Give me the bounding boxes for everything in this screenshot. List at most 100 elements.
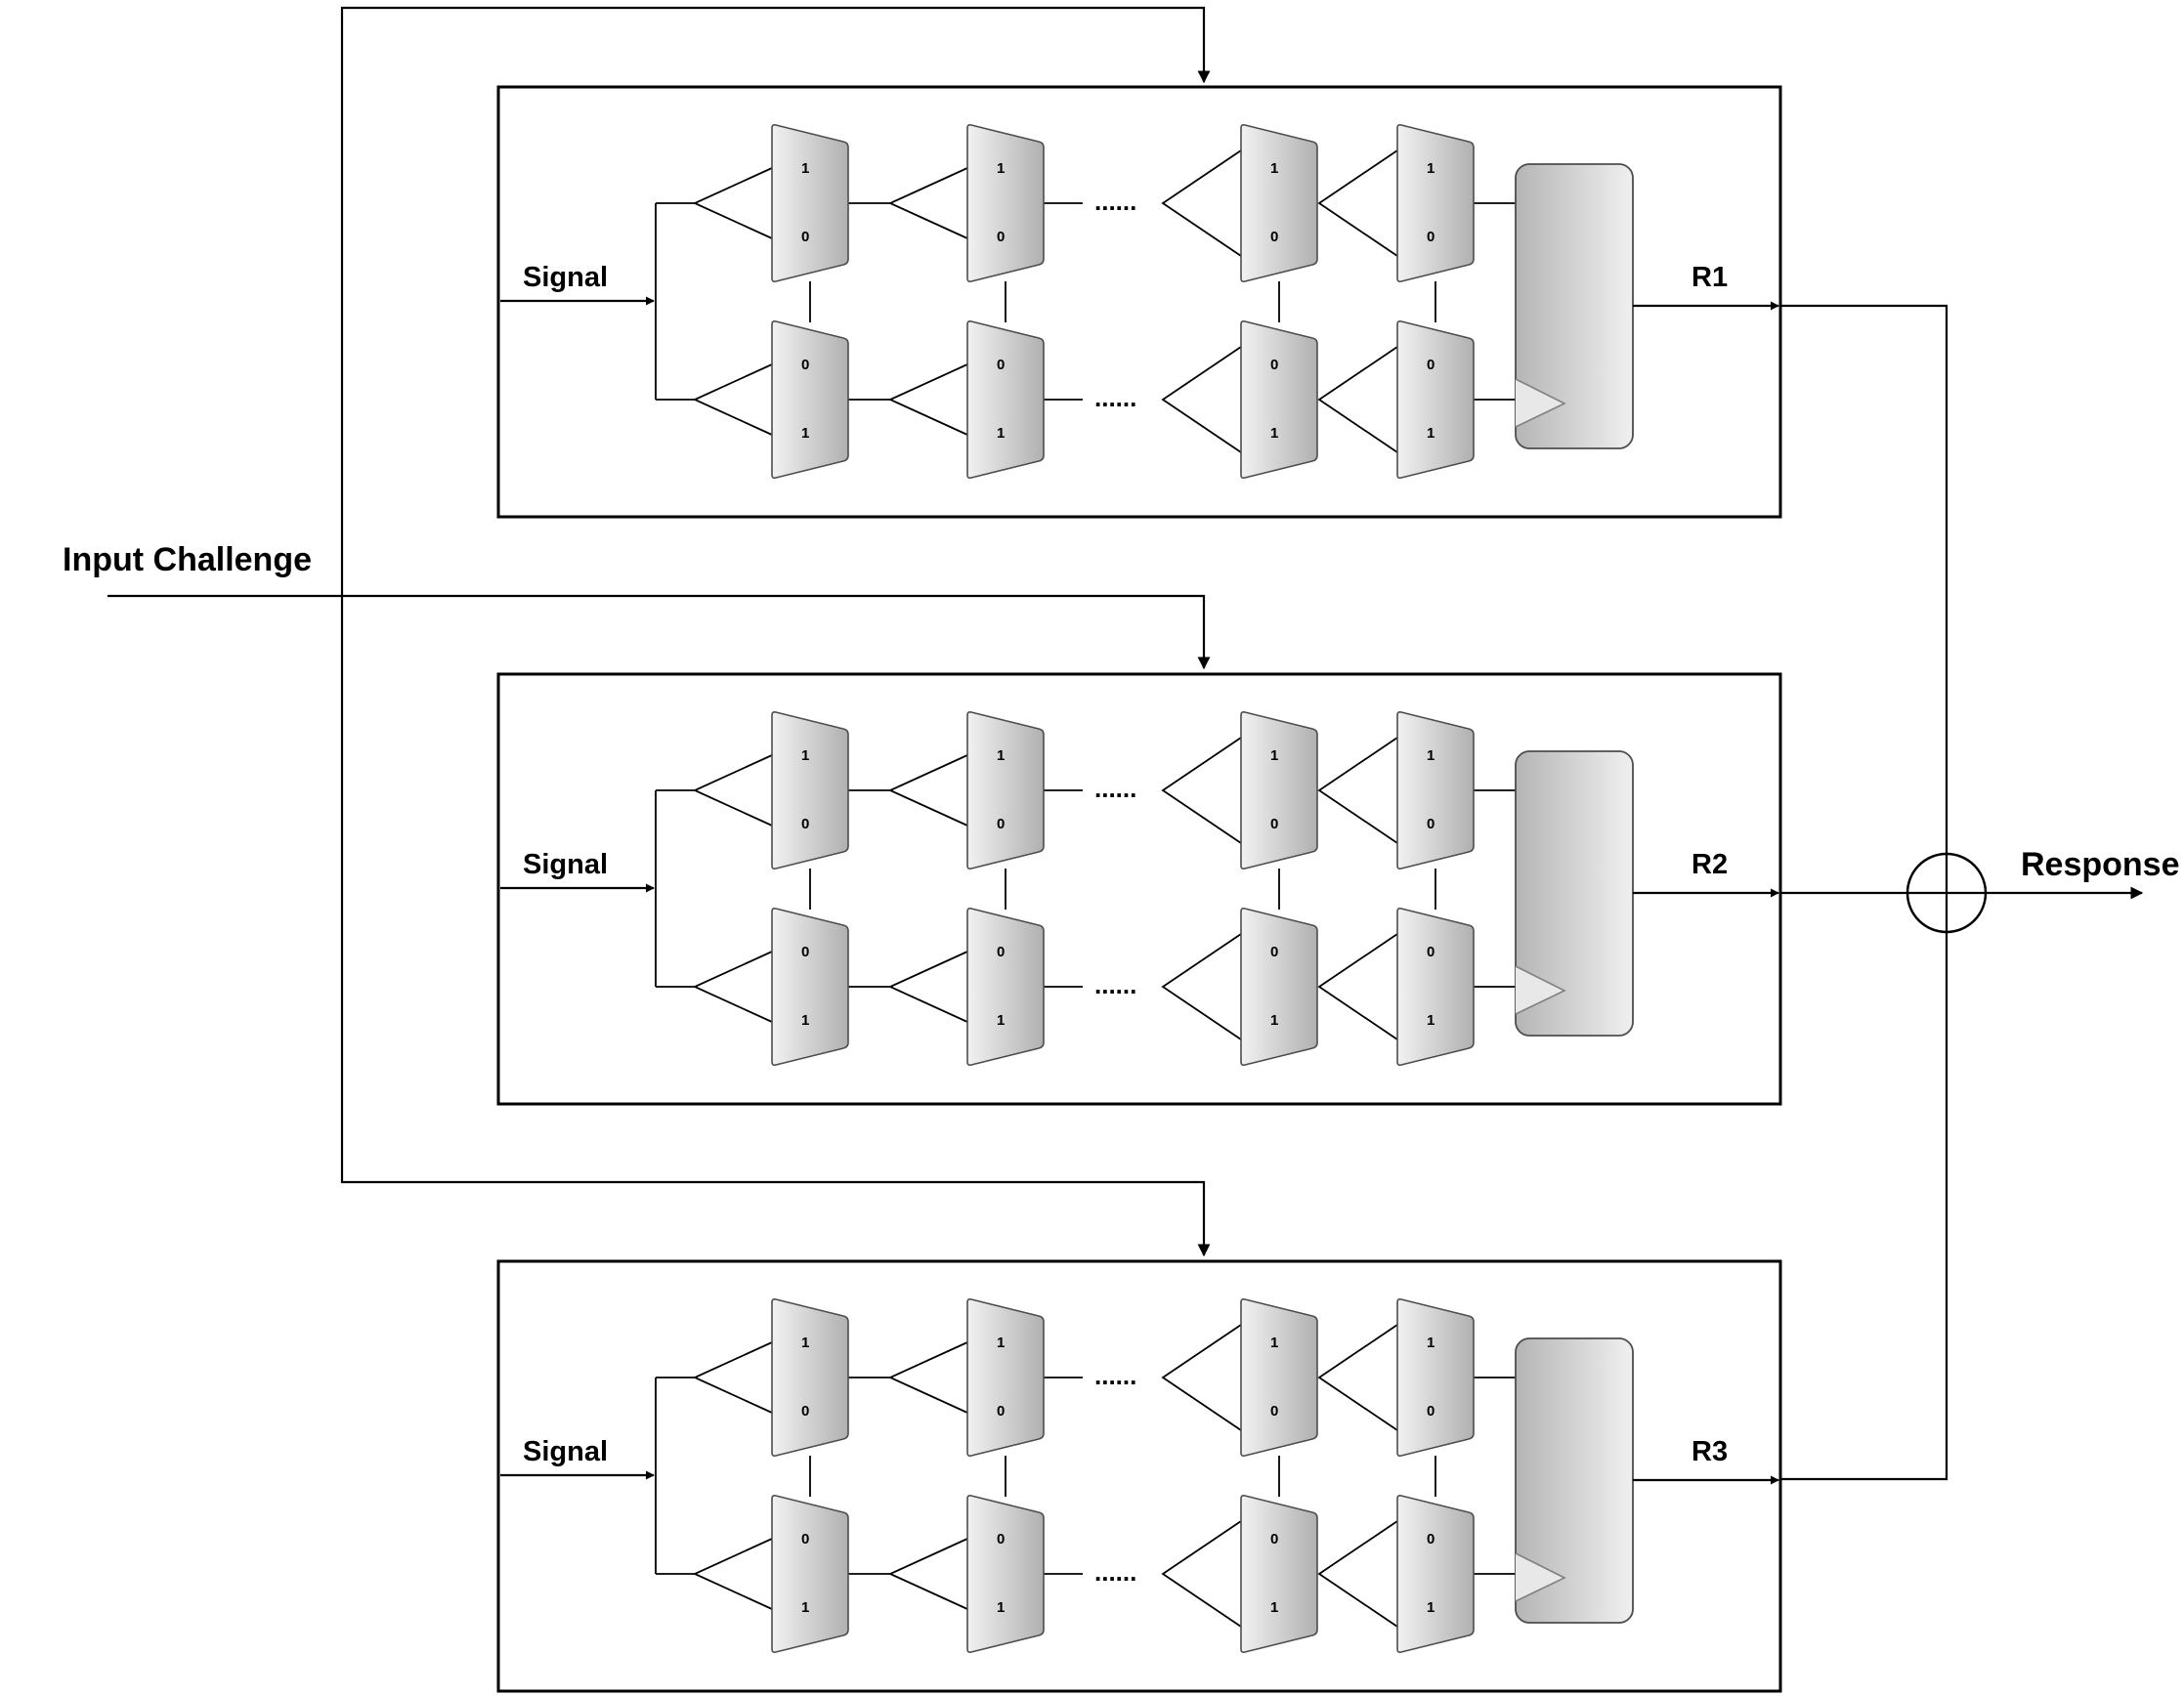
mux-fanin-icon [692, 1538, 773, 1610]
mux-input-bit-label: 1 [1427, 425, 1435, 442]
stage-ellipsis: ...... [1094, 1361, 1136, 1390]
mux-input-bit-label: 1 [1427, 1335, 1435, 1351]
mux-input-bit-label: 1 [997, 160, 1005, 177]
signal-label: Signal [523, 849, 608, 880]
mux-input-bit-label: 1 [1270, 160, 1278, 177]
mux-input-bit-label: 0 [1427, 816, 1435, 832]
mux-top-4: 10 [1396, 1298, 1475, 1457]
mux-top-4: 10 [1396, 711, 1475, 869]
mux-input-bit-label: 1 [1270, 425, 1278, 442]
mux-input-bit-label: 0 [997, 1403, 1005, 1420]
mux-bottom-3: 01 [1240, 320, 1318, 479]
mux-fanin-icon [887, 951, 968, 1023]
mux-input-bit-label: 1 [801, 425, 809, 442]
mux-input-bit-label: 1 [997, 1335, 1005, 1351]
mux-input-bit-label: 1 [997, 425, 1005, 442]
mux-input-bit-label: 1 [1270, 1012, 1278, 1029]
mux-bottom-4: 01 [1396, 320, 1475, 479]
mux-input-bit-label: 0 [801, 1531, 809, 1548]
mux-top-3: 10 [1240, 711, 1318, 869]
arbiter-flipflop [1515, 1337, 1634, 1624]
stage-ellipsis: ...... [1094, 383, 1136, 412]
arbiter-flipflop [1515, 750, 1634, 1037]
mux-fanin-icon [1161, 1324, 1242, 1431]
stage-ellipsis: ...... [1094, 970, 1136, 999]
mux-input-bit-label: 0 [801, 229, 809, 245]
mux-input-bit-label: 0 [997, 816, 1005, 832]
mux-input-bit-label: 0 [1427, 357, 1435, 373]
mux-input-bit-label: 0 [1270, 944, 1278, 960]
mux-top-3: 10 [1240, 124, 1318, 282]
mux-input-bit-label: 1 [997, 1599, 1005, 1616]
chain-output-label: R2 [1692, 849, 1728, 880]
puf-chains: Signal......10101010......01010101R1Sign… [496, 85, 1782, 1693]
mux-top-4: 10 [1396, 124, 1475, 282]
mux-input-bit-label: 0 [997, 1531, 1005, 1548]
mux-input-bit-label: 0 [1270, 229, 1278, 245]
mux-input-bit-label: 1 [1270, 1335, 1278, 1351]
clock-input-icon [1515, 1552, 1566, 1602]
mux-top-2: 10 [966, 711, 1045, 869]
mux-input-bit-label: 0 [1427, 944, 1435, 960]
mux-fanin-icon [1317, 1324, 1398, 1431]
mux-input-bit-label: 0 [801, 944, 809, 960]
chain-enclosure [496, 672, 1782, 1106]
mux-input-bit-label: 1 [1427, 747, 1435, 764]
mux-fanin-icon [1317, 737, 1398, 844]
mux-fanin-icon [692, 1341, 773, 1414]
mux-input-bit-label: 0 [801, 357, 809, 373]
signal-branch-wires [656, 202, 695, 401]
mux-input-bit-label: 0 [997, 944, 1005, 960]
mux-bottom-1: 01 [771, 320, 849, 479]
mux-bottom-2: 01 [966, 320, 1045, 479]
mux-fanin-icon [1317, 933, 1398, 1040]
mux-input-bit-label: 0 [801, 1403, 809, 1420]
mux-top-2: 10 [966, 124, 1045, 282]
input-challenge-bus: Input Challenge [63, 6, 1211, 1257]
mux-fanin-icon [692, 167, 773, 239]
mux-fanin-icon [692, 363, 773, 436]
challenge-wire-middle [107, 594, 1211, 670]
r3-to-xor-wire [1781, 932, 1948, 1481]
chain-output-label: R1 [1692, 262, 1728, 293]
mux-fanin-icon [1161, 149, 1242, 257]
mux-input-bit-label: 1 [1270, 1599, 1278, 1616]
mux-fanin-icon [1317, 346, 1398, 453]
mux-top-3: 10 [1240, 1298, 1318, 1457]
mux-input-bit-label: 0 [997, 229, 1005, 245]
mux-top-2: 10 [966, 1298, 1045, 1457]
mux-bottom-3: 01 [1240, 908, 1318, 1066]
mux-input-bit-label: 1 [1427, 1599, 1435, 1616]
chain-enclosure [496, 85, 1782, 519]
xor-combiner: Response [1781, 304, 2180, 1481]
arbiter-flipflop [1515, 163, 1634, 449]
mux-input-bit-label: 0 [1270, 1531, 1278, 1548]
mux-top-1: 10 [771, 124, 849, 282]
mux-bottom-2: 01 [966, 1495, 1045, 1653]
mux-bottom-4: 01 [1396, 908, 1475, 1066]
mux-fanin-icon [1317, 1520, 1398, 1628]
mux-bottom-1: 01 [771, 908, 849, 1066]
mux-bottom-2: 01 [966, 908, 1045, 1066]
mux-bottom-4: 01 [1396, 1495, 1475, 1653]
response-label: Response [2021, 846, 2180, 883]
stage-ellipsis: ...... [1094, 774, 1136, 803]
mux-fanin-icon [1317, 149, 1398, 257]
mux-input-bit-label: 1 [801, 1599, 809, 1616]
mux-input-bit-label: 1 [801, 1335, 809, 1351]
mux-input-bit-label: 1 [801, 747, 809, 764]
mux-fanin-icon [1161, 346, 1242, 453]
clock-input-icon [1515, 378, 1566, 428]
mux-fanin-icon [1161, 933, 1242, 1040]
mux-input-bit-label: 1 [997, 1012, 1005, 1029]
clock-input-icon [1515, 965, 1566, 1015]
mux-fanin-icon [1161, 737, 1242, 844]
signal-label: Signal [523, 262, 608, 293]
signal-branch-wires [656, 1377, 695, 1575]
mux-fanin-icon [887, 167, 968, 239]
signal-branch-wires [656, 789, 695, 988]
